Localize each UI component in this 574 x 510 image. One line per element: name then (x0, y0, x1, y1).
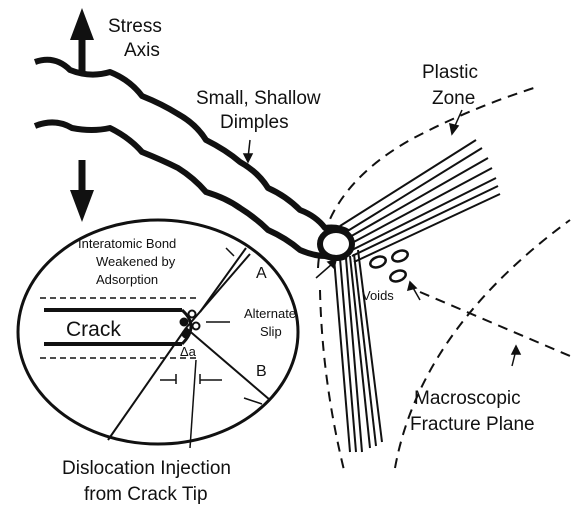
stress-axis-arrow (70, 8, 94, 222)
bond-label-line1: Interatomic Bond (78, 236, 176, 251)
stress-axis-label-line2: Axis (124, 40, 160, 61)
point-b-label: B (256, 363, 267, 380)
plastic-zone-label-line1: Plastic (422, 62, 478, 83)
macroscopic-plane-label-line1: Macroscopic (414, 388, 521, 409)
bond-label-line2: Weakened by (96, 254, 176, 269)
crack-label: Crack (66, 318, 121, 341)
bond-label-line3: Adsorption (96, 272, 158, 287)
dimples-label-line2: Dimples (220, 112, 289, 133)
alternate-slip-label-line2: Slip (260, 324, 282, 339)
voids-label: Voids (362, 288, 394, 303)
stress-axis-label-line1: Stress (108, 16, 162, 37)
dislocation-label-line1: Dislocation Injection (62, 458, 231, 479)
lower-slip-band (334, 250, 382, 452)
alternate-slip-label-line1: Alternate (244, 306, 296, 321)
dimples-label-line1: Small, Shallow (196, 88, 321, 109)
delta-a-label: Δa (180, 344, 197, 359)
plastic-zone-label-line2: Zone (432, 88, 475, 109)
macroscopic-plane-label-line2: Fracture Plane (410, 414, 535, 435)
macroscopic-fracture-plane (420, 292, 570, 356)
voids (369, 249, 409, 284)
point-a-label: A (256, 265, 267, 282)
dislocation-label-line2: from Crack Tip (84, 484, 208, 505)
upper-slip-band (340, 140, 500, 262)
